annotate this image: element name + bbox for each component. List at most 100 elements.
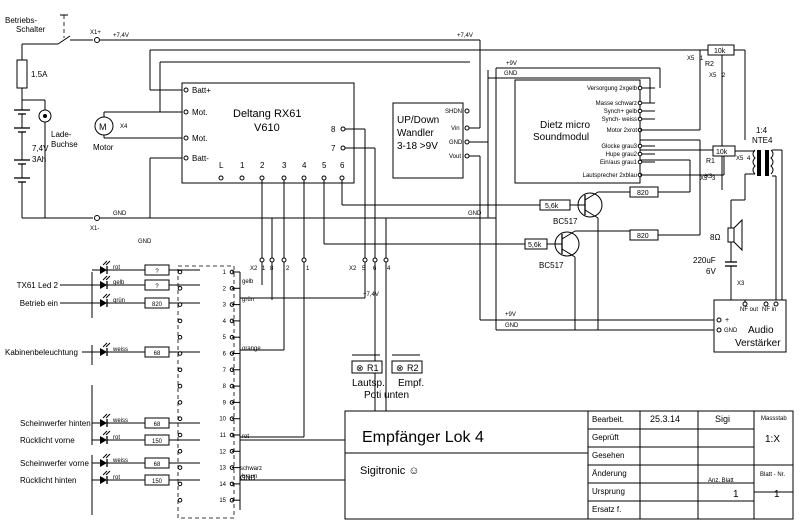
sound-pin-terminal (637, 151, 643, 157)
sound-pin-terminal (637, 116, 643, 122)
pin-L: L (219, 161, 224, 170)
terminal-pin-number: 2 (223, 286, 227, 292)
transistor-q1: 5,6k BC517 820 (539, 159, 691, 330)
led-resistor-value: 68 (154, 422, 161, 428)
led-wire-color: gelb (242, 279, 254, 285)
tb-row-label: Ersatz f. (592, 505, 621, 514)
terminal-pin-left (177, 318, 183, 324)
r1-name: R1 (706, 158, 715, 165)
terminal-pin-left (177, 334, 183, 340)
terminal-pin-number: 3 (223, 303, 227, 309)
x3-label: X3 (737, 281, 745, 287)
terminal-pin-left (177, 302, 183, 307)
cap-voltage: 6V (706, 267, 716, 276)
transformer: 1:4 NTE4 (744, 126, 783, 300)
switch-label-1: Betriebs- (5, 16, 37, 25)
converter-module: UP/Down Wandler 3-18 >9V SHDN Vin GND Vo… (392, 33, 715, 331)
r2-name: R2 (705, 61, 714, 68)
fuse (16, 59, 28, 89)
led-diode-icon (100, 348, 107, 356)
cap-value: 220uF (693, 256, 716, 265)
tb-row-label: Bearbeit. (592, 415, 624, 424)
schematic-title: Empfänger Lok 4 (362, 429, 484, 446)
legend-r1-symbol: ⊗ (356, 363, 364, 373)
speaker-r: 8Ω (710, 233, 720, 242)
title-block-rows: Bearbeit.GeprüftGesehenÄnderungUrsprungE… (592, 415, 627, 514)
led-diode-icon (100, 281, 107, 289)
led-resistor-value: 150 (152, 479, 163, 485)
x5a-label-2: X5 (709, 73, 717, 79)
charge-label-1: Lade- (51, 130, 72, 139)
legend-r1-label: R1 (367, 363, 379, 373)
legend-r1 (351, 360, 383, 374)
sound-box (514, 79, 641, 184)
led-color: weiss (112, 347, 128, 353)
conv-pin-shdn: SHDN (445, 109, 462, 115)
sound-pin-terminal (637, 143, 643, 149)
battery (14, 109, 30, 218)
transformer-ratio: 1:4 (756, 126, 768, 135)
sound-pin-terminal (637, 159, 643, 165)
led-label: Kabinenbeleuchtung (5, 348, 78, 357)
sound-gnd-label: GND (504, 71, 518, 77)
tb-row-label: Geprüft (592, 433, 619, 442)
conv-pin-vin: Vin (451, 126, 460, 132)
sound-pin-label: Glocke grau3 (601, 144, 637, 150)
terminal-pin-left (177, 351, 183, 356)
sound-9v-label: +9V (506, 61, 517, 67)
terminal-pin-number: 4 (223, 319, 227, 325)
led-wire-color: grün (242, 297, 254, 303)
q1-rb: 5,6k (545, 203, 559, 210)
tb-author: Sigi (715, 414, 730, 424)
x5a-pin-1: 1 (700, 56, 704, 62)
pin-3: 3 (282, 161, 287, 170)
receiver-title: Deltang RX61 (233, 108, 302, 120)
r1-value: 10k (716, 149, 728, 156)
x1-plus-terminal (94, 37, 100, 43)
sound-pin-terminal (637, 85, 643, 91)
wire-gnd: GND (240, 475, 256, 482)
legend-caption: Poti unten (364, 390, 409, 401)
tb-blatt-nr: 1 (774, 489, 780, 500)
wire-schwarz: schwarz (240, 466, 262, 472)
converter-box (392, 102, 464, 179)
led-resistor-value: 68 (154, 462, 161, 468)
legend-lautsp: Lautsp. (352, 378, 385, 389)
audio-amplifier: Audio Verstärker NF out NF in + GND +9V … (505, 299, 787, 353)
terminal-pin-number: 10 (219, 417, 226, 423)
receiver-model: V610 (254, 122, 280, 134)
x2-right-label: X2 (349, 266, 357, 272)
legend-r2-symbol: ⊗ (396, 363, 404, 373)
tb-row-label: Ursprung (592, 487, 625, 496)
terminal-pin-left (177, 449, 183, 454)
led-color: weiss (112, 418, 128, 424)
led-label: Scheinwerfer hinten (20, 419, 91, 428)
x2-right-pin-c: 4 (387, 266, 391, 272)
terminal-pin-number: 15 (219, 498, 226, 504)
poti-r2: 10k R2 X5 1 X5 2 (640, 44, 746, 190)
terminal-pin-number: 13 (219, 466, 226, 472)
amp-title-2: Verstärker (735, 338, 781, 349)
x5b-pin-4: 4 (747, 156, 751, 162)
led-diode-icon (100, 436, 107, 444)
amp-9v-wire: +9V (505, 312, 516, 318)
switch-label-2: Schalter (16, 25, 46, 34)
amp-box (713, 299, 787, 353)
led-diode-icon (100, 476, 107, 484)
sound-pin-terminal (637, 100, 643, 106)
terminal-pin-number: 6 (223, 352, 227, 358)
power-section: Betriebs- Schalter X1+ +7,4V 1.5A 7,4V 3… (5, 14, 488, 245)
terminal-pin-left (177, 497, 183, 503)
legend-empf: Empf. (398, 378, 424, 389)
title-block: Empfänger Lok 4 Sigitronic ☺ Bearbeit.Ge… (344, 410, 794, 520)
led-resistor-value: 150 (152, 439, 163, 445)
gnd-label-left: GND (113, 211, 127, 217)
led-resistor-value: 820 (152, 302, 163, 308)
terminal-pin-number: 8 (223, 384, 227, 390)
v74-label-conv: +7,4V (457, 33, 473, 39)
terminal-pin-number: 9 (223, 400, 227, 406)
led-resistor-value: ? (155, 284, 159, 290)
